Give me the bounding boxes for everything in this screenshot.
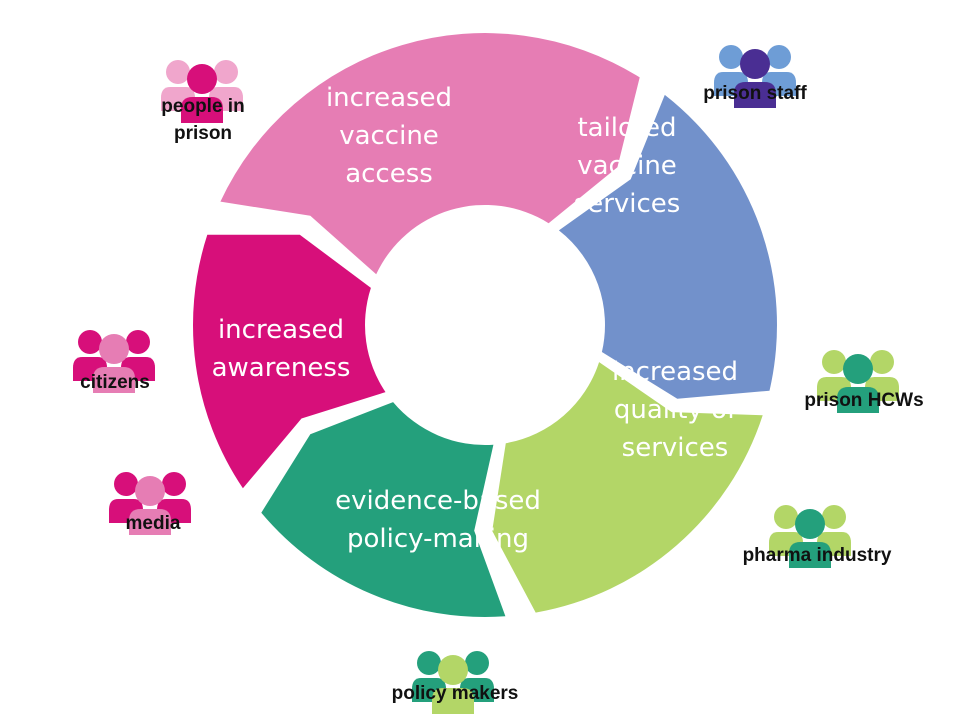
stakeholder-label-prison-hcws: prison HCWs (804, 390, 923, 411)
cycle-ring (193, 33, 777, 618)
stakeholder-label-prison-staff: prison staff (703, 83, 807, 104)
stakeholder-label-pharma-industry: pharma industry (743, 545, 892, 566)
cycle-segment-tailored (558, 94, 777, 399)
stakeholder-label-citizens: citizens (80, 372, 150, 393)
people-icon (714, 45, 796, 108)
cycle-segment-awareness (193, 234, 386, 489)
people-icon (161, 60, 243, 123)
people-icon (769, 505, 851, 568)
cycle-segment-quality (492, 362, 763, 613)
people-icon (73, 330, 155, 393)
stakeholder-label-media: media (126, 513, 181, 534)
stakeholder-label-policy-makers: policy makers (392, 683, 519, 704)
people-icon (817, 350, 899, 413)
people-icon (412, 651, 494, 714)
people-icon (109, 472, 191, 535)
cycle-segment-access (220, 33, 640, 275)
cycle-segment-evidence (261, 402, 506, 618)
